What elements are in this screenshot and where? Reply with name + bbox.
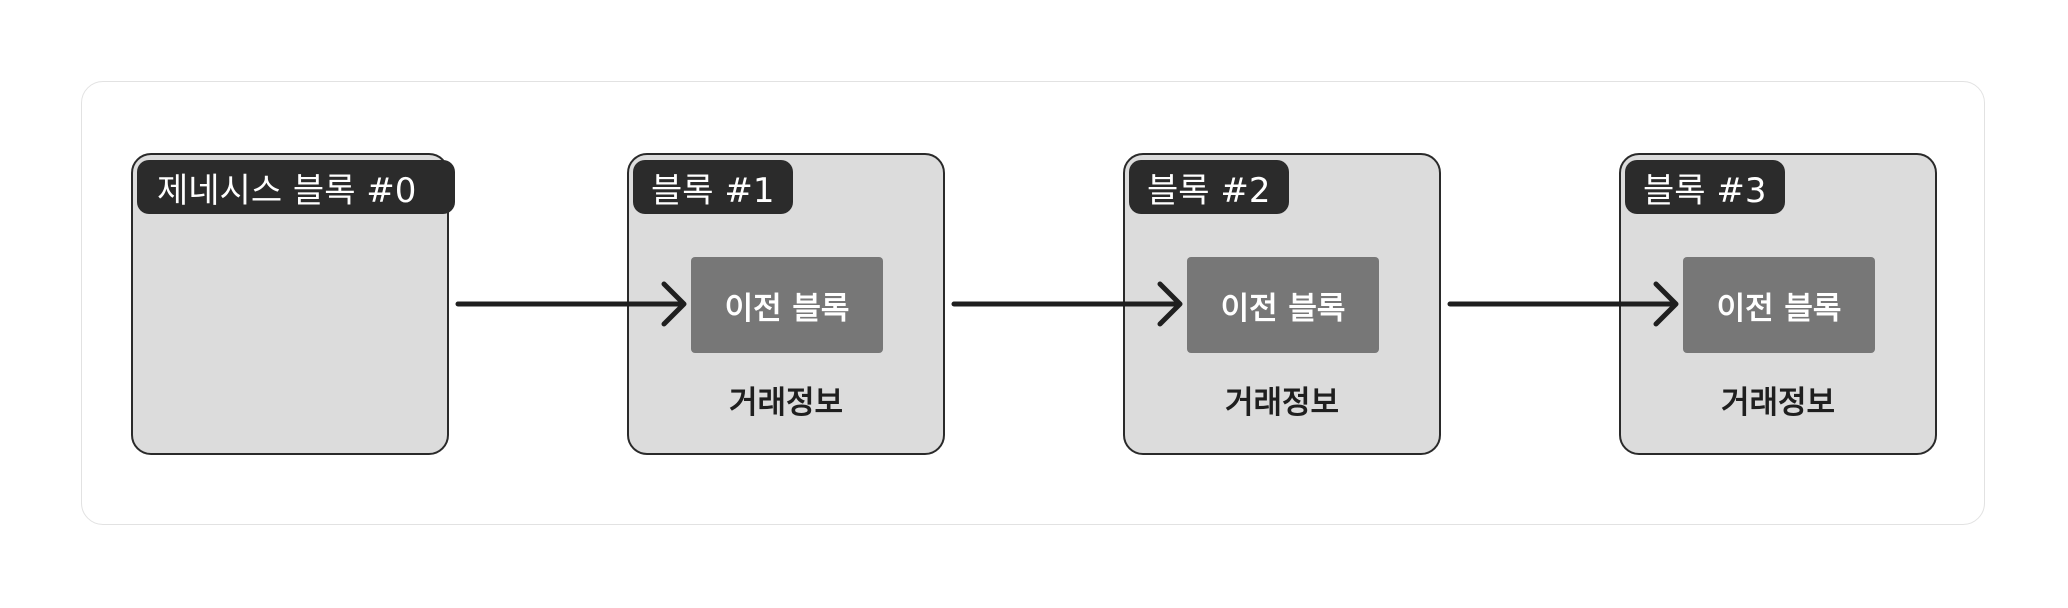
arrow-1-to-2 — [951, 281, 1183, 327]
block-2: 블록 #2 이전 블록 거래정보 — [1123, 153, 1441, 455]
block-label: 블록 #1 — [633, 160, 793, 214]
prev-block-pointer: 이전 블록 — [1683, 257, 1875, 353]
block-label: 블록 #2 — [1129, 160, 1289, 214]
prev-block-pointer: 이전 블록 — [1187, 257, 1379, 353]
genesis-block: 제네시스 블록 #0 — [131, 153, 455, 455]
block-label: 블록 #3 — [1625, 160, 1785, 214]
block-label: 제네시스 블록 #0 — [137, 160, 455, 214]
transaction-info: 거래정보 — [728, 385, 844, 421]
block-1: 블록 #1 이전 블록 거래정보 — [627, 153, 945, 455]
arrow-2-to-3 — [1447, 281, 1679, 327]
arrow-0-to-1 — [455, 281, 687, 327]
transaction-info: 거래정보 — [1224, 385, 1340, 421]
transaction-info: 거래정보 — [1720, 385, 1836, 421]
prev-block-pointer: 이전 블록 — [691, 257, 883, 353]
